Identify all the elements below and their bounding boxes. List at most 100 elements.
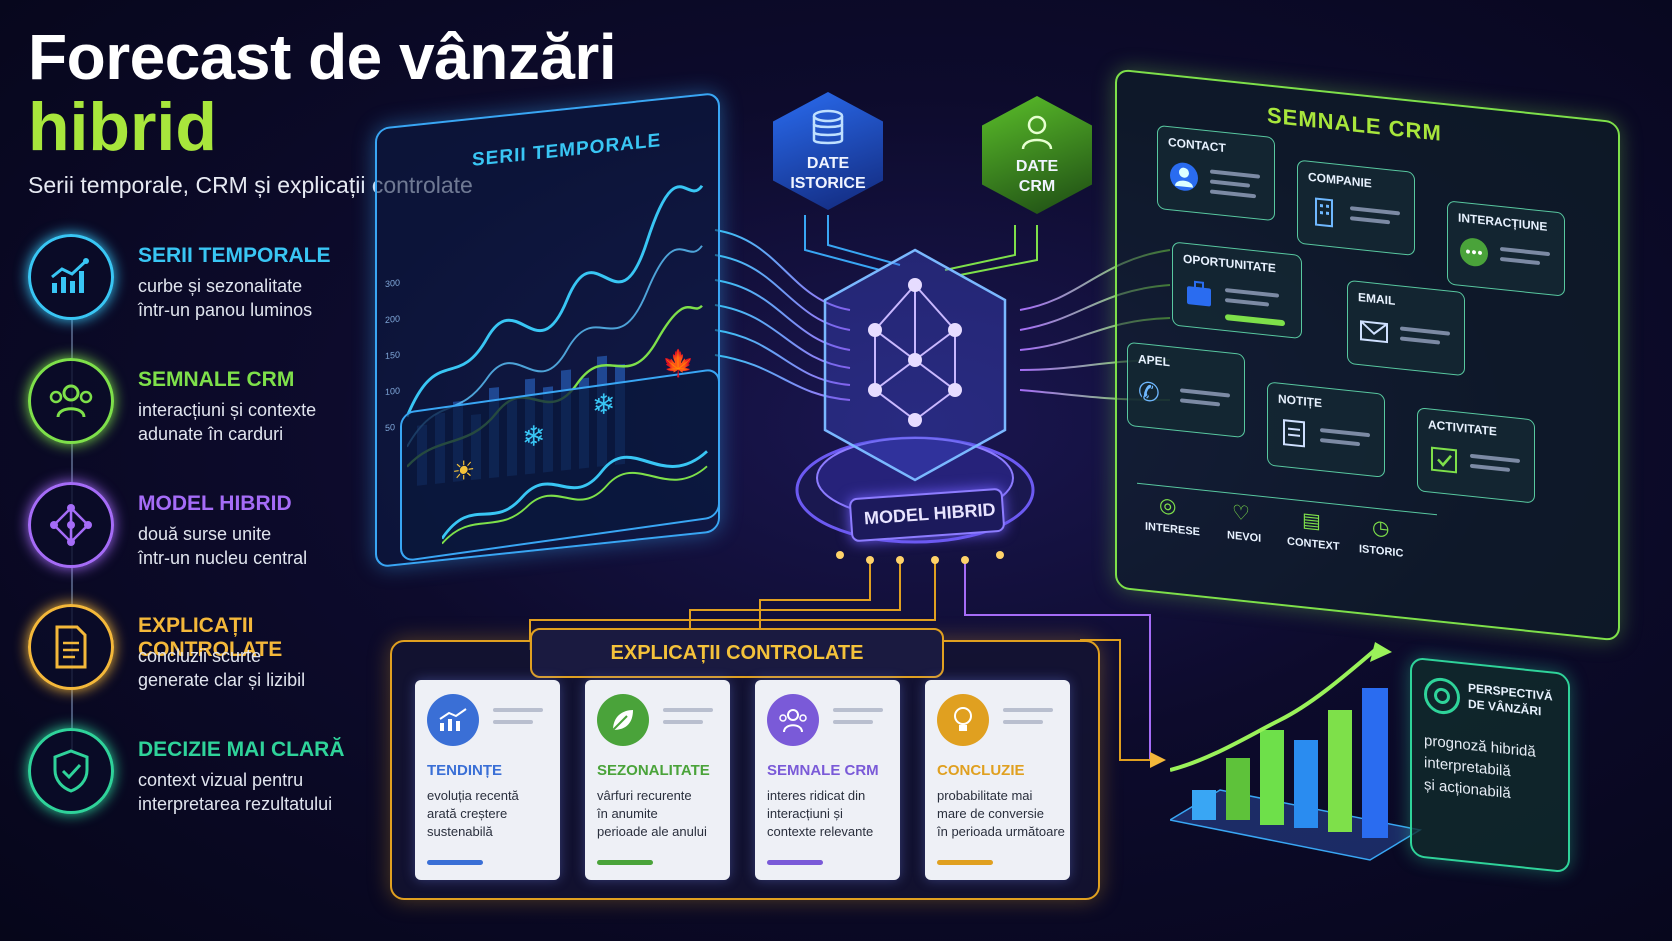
sidebar-item-title: SEMNALE CRM — [138, 368, 295, 391]
outlook-text: interpretabilă — [1424, 754, 1511, 781]
doc-text: mare de conversie — [937, 806, 1044, 821]
snowflake-icon: ❄ — [592, 387, 616, 422]
users-icon — [767, 694, 819, 746]
building-icon — [1308, 194, 1340, 229]
calendar-check-icon — [1428, 441, 1460, 476]
chat-icon — [1458, 235, 1490, 270]
seasonal-wave — [442, 450, 708, 545]
trend-icon — [427, 694, 479, 746]
explanations-title: EXPLICAȚII CONTROLATE — [610, 642, 864, 664]
sidebar-item-decizie: DECIZIE MAI CLARĂ context vizual pentru … — [28, 728, 388, 824]
sidebar-item-semnale-crm: SEMNALE CRM interacțiuni și contexte adu… — [28, 358, 388, 454]
note-icon — [1278, 416, 1310, 451]
shield-check-icon — [28, 728, 114, 814]
crm-card-apel: APEL ✆ — [1127, 341, 1245, 439]
opportunity-progress — [1225, 314, 1285, 327]
explanation-doc-concluzie: CONCLUZIE probabilitate mai mare de conv… — [925, 680, 1070, 880]
doc-accent-bar — [597, 860, 653, 865]
axis-tick: 300 — [385, 277, 401, 290]
axis-tick: 150 — [385, 349, 401, 362]
crm-card-email: EMAIL — [1347, 279, 1465, 377]
sidebar-item-desc: context vizual pentru — [138, 770, 304, 790]
database-icon — [812, 109, 844, 145]
sidebar-item-serii-temporale: SERII TEMPORALE curbe și sezonalitate în… — [28, 234, 388, 330]
doc-text: în anumite — [597, 806, 658, 821]
doc-text: sustenabilă — [427, 824, 493, 839]
snowflake-icon: ❄ — [522, 419, 546, 454]
crm-footer: ◎ INTERESE ♡ NEVOI ▤ CONTEXT ◷ ISTORIC — [1137, 482, 1437, 586]
doc-accent-bar — [767, 860, 823, 865]
doc-accent-bar — [427, 860, 483, 865]
doc-text: perioade ale anului — [597, 824, 707, 839]
doc-text: arată creștere — [427, 806, 508, 821]
sidebar-item-title: EXPLICAȚII CONTROLATE — [138, 614, 283, 661]
leaf-icon: 🍁 — [662, 348, 695, 378]
briefcase-icon — [1183, 276, 1215, 311]
crm-card-interactiune: INTERACȚIUNE — [1447, 200, 1565, 297]
axis-tick: 50 — [385, 422, 396, 434]
clock-icon: ◷ — [1372, 516, 1390, 541]
doc-title: SEMNALE CRM — [767, 762, 879, 779]
envelope-icon — [1358, 314, 1390, 349]
doc-text: vârfuri recurente — [597, 788, 692, 803]
heart-icon: ♡ — [1232, 501, 1250, 526]
doc-title: TENDINȚE — [427, 762, 502, 779]
doc-accent-bar — [937, 860, 993, 865]
crm-footer-label: CONTEXT — [1287, 535, 1340, 554]
explanation-doc-sezonalitate: SEZONALITATE vârfuri recurente în anumit… — [585, 680, 730, 880]
doc-text: interacțiuni și — [767, 806, 843, 821]
network-icon — [28, 482, 114, 568]
seasonality-strip: ☀ ❄ ❄ — [400, 367, 720, 563]
users-icon — [28, 358, 114, 444]
page-title: Forecast de vânzări — [28, 21, 617, 93]
crm-panel-title: SEMNALE CRM — [1267, 102, 1442, 146]
explanations-title-tab: EXPLICAȚII CONTROLATE — [530, 628, 944, 678]
sidebar-item-title: SERII TEMPORALE — [138, 244, 331, 267]
leaf-icon — [597, 694, 649, 746]
outlook-text: și acționabilă — [1424, 776, 1511, 803]
page-title-accent: hibrid — [28, 89, 217, 165]
lightbulb-icon — [937, 694, 989, 746]
doc-title: SEZONALITATE — [597, 762, 710, 779]
sidebar-item-desc: interpretarea rezultatului — [138, 794, 333, 814]
doc-text: în perioada următoare — [937, 824, 1065, 839]
phone-icon: ✆ — [1138, 375, 1160, 409]
sidebar-item-desc: într-un nucleu central — [138, 548, 308, 568]
axis-tick: 200 — [385, 313, 401, 326]
document-icon — [28, 604, 114, 690]
sidebar-item-desc: într-un panou luminos — [138, 300, 313, 320]
target-icon: ◎ — [1159, 494, 1177, 518]
axis-tick: 100 — [385, 385, 401, 398]
doc-text: probabilitate mai — [937, 788, 1033, 803]
target-icon — [1424, 676, 1460, 716]
doc-text: evoluția recentă — [427, 788, 519, 803]
crm-card-notite: NOTIȚE — [1267, 381, 1385, 478]
sidebar-item-desc: curbe și sezonalitate — [138, 276, 303, 296]
sidebar-item-title: MODEL HIBRID — [138, 492, 292, 515]
sidebar-item-title: DECIZIE MAI CLARĂ — [138, 738, 345, 761]
sidebar-item-desc: generate clar și lizibil — [138, 670, 306, 690]
clipboard-icon: ▤ — [1302, 509, 1321, 534]
sidebar-item-desc: două surse unite — [138, 524, 272, 544]
explanation-doc-tendinte: TENDINȚE evoluția recentă arată creștere… — [415, 680, 560, 880]
user-icon — [1021, 115, 1053, 150]
crm-card-companie: COMPANIE — [1297, 159, 1415, 256]
crm-footer-label: ISTORIC — [1359, 543, 1404, 560]
crm-signals-panel: SEMNALE CRM CONTACT COMPANIE INTERACȚIUN… — [1115, 68, 1620, 642]
core-label: MODEL HIBRID — [863, 499, 997, 529]
person-icon — [1168, 159, 1200, 194]
line-chart-icon — [28, 234, 114, 320]
crm-card-oportunitate: OPORTUNITATE — [1172, 241, 1302, 340]
outlook-bar-chart — [1170, 642, 1423, 861]
explanation-doc-semnale-crm: SEMNALE CRM interes ridicat din interacț… — [755, 680, 900, 880]
crm-card-contact: CONTACT — [1157, 124, 1275, 222]
doc-text: interes ridicat din — [767, 788, 866, 803]
outlook-card: PERSPECTIVĂ DE VÂNZĂRI prognoză hibridă … — [1410, 656, 1570, 874]
sidebar-item-explicatii: EXPLICAȚII CONTROLATE concluzii scurte g… — [28, 604, 388, 700]
sidebar-item-desc: interacțiuni și contexte — [138, 400, 317, 420]
crm-footer-label: NEVOI — [1227, 529, 1262, 545]
crm-card-activitate: ACTIVITATE — [1417, 407, 1535, 504]
